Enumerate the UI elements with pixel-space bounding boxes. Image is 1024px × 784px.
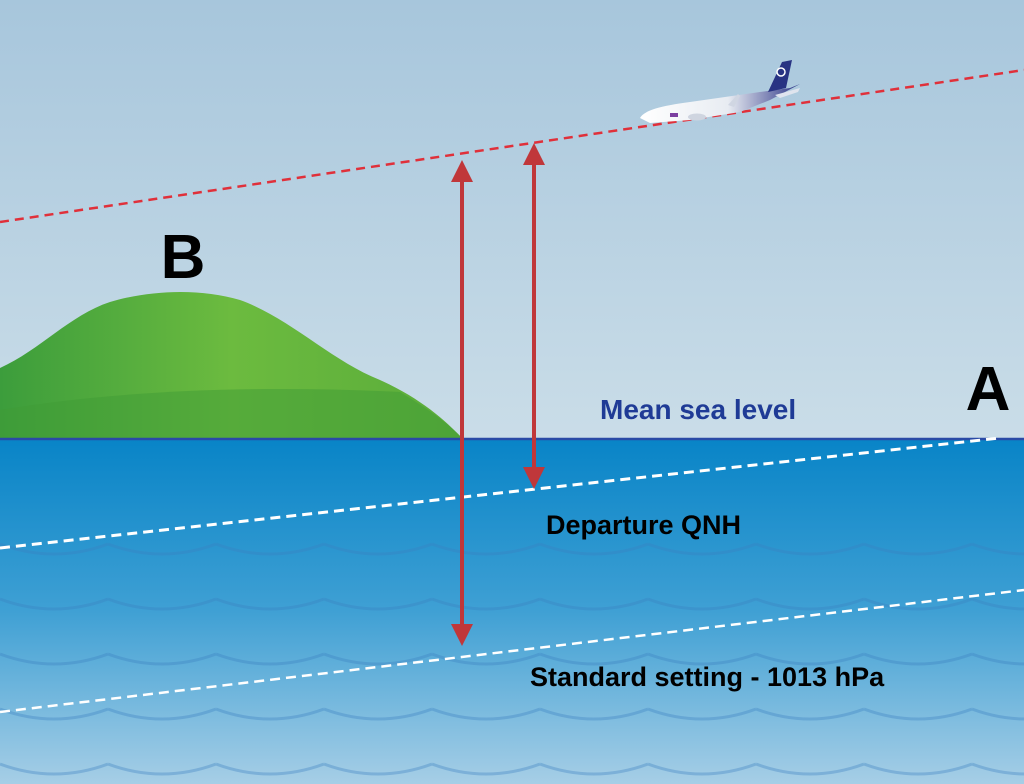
height-arrow-qnh (523, 143, 545, 489)
point-a-label: A (966, 355, 1011, 424)
departure-qnh-line (0, 436, 1001, 550)
waves (0, 530, 1024, 784)
departure-qnh-label: Departure QNH (546, 510, 741, 540)
flight-path-line (0, 68, 1024, 224)
standard-setting-line (0, 588, 1024, 714)
height-arrow-standard (451, 160, 473, 646)
airliner-icon (640, 60, 800, 123)
point-b-label: B (161, 223, 206, 292)
mean-sea-level-label: Mean sea level (600, 394, 796, 425)
standard-setting-label: Standard setting - 1013 hPa (530, 662, 885, 692)
hill-shade (0, 389, 462, 438)
